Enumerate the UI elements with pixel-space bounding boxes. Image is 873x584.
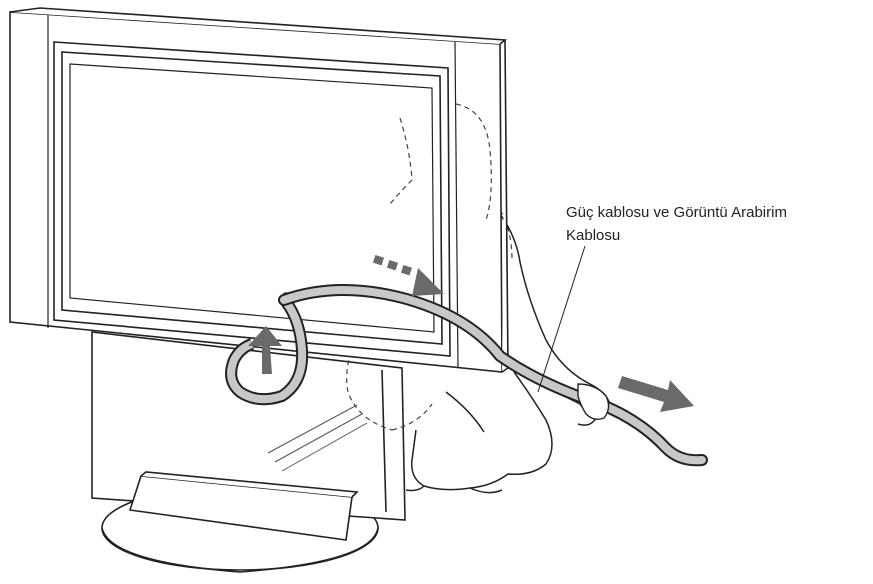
stand-front-rail [128,471,359,541]
cable-run [278,284,708,467]
arrow-right-icon [618,376,694,412]
hand-outline [577,383,610,421]
arrow-up-icon [248,326,282,374]
callout-leader-line [537,245,586,393]
callout-line-1: Güç kablosu ve Görüntü Arabirim [566,204,787,221]
tv-panel [9,7,509,373]
callout-line-2: Kablosu [566,227,621,244]
stand-reflection-lines [267,404,368,472]
arrow-dashed-right-icon [372,254,444,296]
cable-callout-label: Güç kablosu ve Görüntü Arabirim Kablosu [566,201,866,247]
person-arm-overlay [389,103,492,221]
